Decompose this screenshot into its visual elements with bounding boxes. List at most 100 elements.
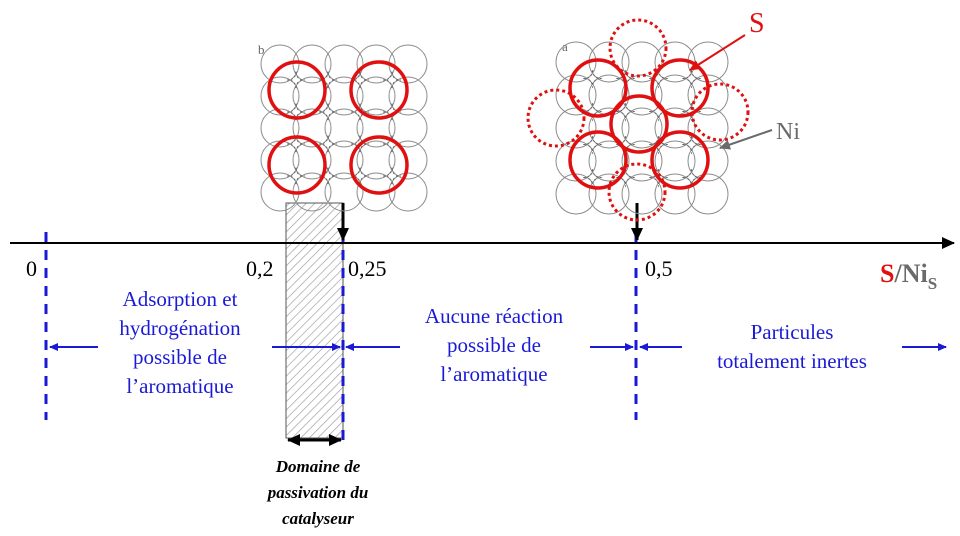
a-hollow-site [583, 168, 602, 187]
a-hollow-site [649, 135, 668, 154]
b-ni-atom [260, 44, 300, 84]
region-left-line-1: Adsorption et [123, 287, 238, 311]
b-hollow-site [319, 71, 337, 89]
region-left-line-4: l’aromatique [126, 374, 233, 398]
b-hollow-site [351, 167, 369, 185]
axis-label-s: S [880, 259, 894, 288]
b-ni-atom [324, 108, 364, 148]
b-ni-atom [292, 108, 332, 148]
a-ni-atom [588, 107, 630, 149]
b-hollow-site [351, 135, 369, 153]
sulfur-site-dotted-a [608, 18, 668, 78]
a-hollow-site [616, 102, 635, 121]
sulfur-atom-b [349, 135, 409, 195]
b-ni-atom [356, 172, 396, 212]
a-ni-atom [555, 41, 597, 83]
sulfur-site-dotted-a [526, 88, 586, 148]
sulfur-atom-b [267, 60, 327, 120]
a-ni-atom [687, 140, 729, 182]
a-ni-atom [621, 74, 663, 116]
b-hollow-site [287, 71, 305, 89]
region-middle-line-3: l’aromatique [440, 362, 547, 386]
grey-atom-grid-b [260, 44, 428, 212]
a-hollow-site [682, 69, 701, 88]
red-atoms-a [568, 58, 710, 190]
b-hollow-site [319, 167, 337, 185]
figure-b-letter: b [258, 42, 265, 57]
region-middle-line-2: possible de [447, 333, 541, 357]
b-ni-atom [356, 108, 396, 148]
passivation-line-1: Domaine de [275, 457, 361, 476]
a-hollow-site [616, 168, 635, 187]
axis-label-sub: S [928, 274, 937, 293]
b-hollow-site [319, 135, 337, 153]
a-ni-atom [687, 107, 729, 149]
a-ni-atom [621, 140, 663, 182]
passivation-line-3: catalyseur [282, 509, 354, 528]
a-ni-atom [687, 173, 729, 215]
grey-atom-grid-a [555, 41, 729, 215]
figure-a-letter: a [562, 39, 568, 54]
a-hollow-site [649, 69, 668, 88]
passivation-line-2: passivation du [266, 483, 369, 502]
tick-label-0: 0 [26, 256, 37, 281]
tick-label-02: 0,2 [246, 256, 274, 281]
a-ni-atom [588, 140, 630, 182]
callout-ni-label: Ni [776, 119, 800, 145]
b-ni-atom [388, 140, 428, 180]
sulfur-atom-a [568, 130, 628, 190]
b-ni-atom [388, 76, 428, 116]
axis-label-slash: / [893, 259, 902, 288]
region-left-line-2: hydrogénation [119, 316, 241, 340]
region-right-line-2: totalement inertes [717, 349, 867, 373]
b-hollow-site [287, 135, 305, 153]
a-hollow-site [682, 102, 701, 121]
a-ni-atom [588, 173, 630, 215]
b-ni-atom [260, 108, 300, 148]
sulfur-atom-a [650, 58, 710, 118]
callout-s-label: S [749, 8, 765, 39]
a-ni-atom [555, 173, 597, 215]
region-middle-line-1: Aucune réaction [425, 304, 564, 328]
sulfur-atom-a [650, 130, 710, 190]
sulfur-atom-b [267, 135, 327, 195]
axis-label: S/NiS [880, 259, 937, 293]
tick-label-05: 0,5 [645, 256, 673, 281]
sulfur-atom-b [349, 60, 409, 120]
b-hollow-site [287, 167, 305, 185]
b-ni-atom [356, 44, 396, 84]
sulfur-atom-a [568, 58, 628, 118]
sulfur-atom-a [609, 94, 669, 154]
sulfur-site-dotted-a [690, 82, 750, 142]
a-ni-atom [654, 107, 696, 149]
tick-label-025: 0,25 [348, 256, 387, 281]
a-ni-atom [654, 140, 696, 182]
b-hollow-site [383, 103, 401, 121]
b-hollow-site [383, 71, 401, 89]
a-ni-atom [555, 74, 597, 116]
b-hollow-site [319, 103, 337, 121]
lattice-figure-b: b [258, 42, 428, 212]
a-hollow-site [583, 135, 602, 154]
sulfur-site-dotted-a [607, 162, 667, 222]
region-right-line-1: Particules [751, 320, 834, 344]
b-ni-atom [260, 76, 300, 116]
b-ni-atom [324, 172, 364, 212]
a-ni-atom [654, 173, 696, 215]
red-atoms-b [267, 60, 409, 195]
a-hollow-site [583, 69, 602, 88]
callout-ni-arrow [719, 129, 773, 150]
a-ni-atom [621, 173, 663, 215]
axis-label-ni: Ni [902, 259, 928, 288]
b-ni-atom [356, 76, 396, 116]
callout-s-arrow [689, 34, 746, 71]
a-hollow-site [682, 135, 701, 154]
b-ni-atom [324, 44, 364, 84]
red-dotted-atoms-a [526, 18, 750, 222]
b-hollow-site [351, 71, 369, 89]
b-ni-atom [356, 140, 396, 180]
a-hollow-site [649, 168, 668, 187]
a-ni-atom [621, 107, 663, 149]
